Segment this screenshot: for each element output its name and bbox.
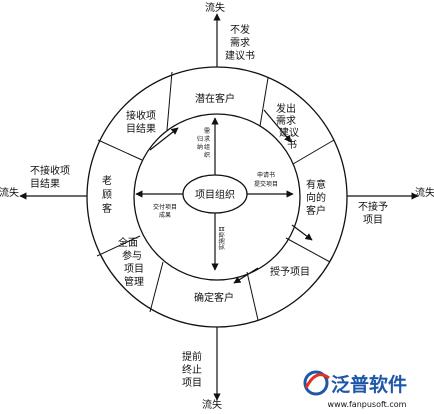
right-spoke-line-1: 提交项目	[254, 180, 278, 188]
divider-top-right	[259, 77, 269, 127]
segment-receive-result-line-1: 接收项	[126, 109, 156, 122]
left-reason-line-1: 不接收项	[30, 164, 70, 177]
top-spoke-char-1: 需	[204, 128, 210, 135]
left-spoke-line-1: 交付项目	[153, 203, 177, 211]
segment-old-customer-line-1: 老	[102, 174, 112, 187]
divider-left-lower	[96, 235, 141, 257]
arrow-flow-bottom	[233, 267, 259, 284]
segment-send-request-line-3: 建议	[279, 126, 299, 139]
divider-right-lower	[285, 237, 331, 263]
arrow-flow-right-lower	[291, 224, 313, 241]
top-loss-label: 流失	[205, 1, 225, 14]
brand-logo: 泛普软件 www.fanpusoft.com	[303, 370, 407, 409]
segment-full-participation-line-1: 全面	[118, 236, 138, 249]
divider-bottom-left	[149, 261, 164, 313]
divider-top-left	[166, 71, 173, 131]
right-spoke-line-2: 申请书	[257, 171, 275, 179]
top-spoke-char-5: 归	[197, 135, 203, 143]
segment-grant-project: 授予项目	[270, 265, 310, 278]
top-spoke-char-2: 求	[204, 135, 210, 143]
divider-right-upper	[292, 139, 335, 165]
segment-intended-line-1: 有意	[306, 178, 326, 191]
bottom-reason-line-1: 提前	[182, 350, 202, 363]
segment-full-participation-line-4: 管理	[124, 275, 144, 288]
segment-send-request-line-4: 书	[287, 139, 297, 151]
inner-ring	[133, 113, 301, 281]
left-reason-line-2: 目结果	[30, 177, 60, 190]
arrow-flow-left-upper	[149, 127, 179, 151]
segment-send-request-line-1: 发出	[276, 102, 296, 115]
top-spoke-char-4: 织	[204, 151, 210, 159]
segment-full-participation-line-2: 参与	[122, 249, 142, 262]
brand-name: 泛普软件	[331, 373, 407, 396]
segment-old-customer-line-3: 客	[102, 202, 112, 215]
top-reason-line-3: 建议书	[225, 49, 255, 62]
segment-receive-result-line-2: 目结果	[126, 122, 156, 135]
right-reason-line-1: 不接予	[358, 200, 388, 213]
segment-intended-line-2: 向的	[306, 191, 326, 204]
top-reason-line-2: 需求	[230, 37, 250, 49]
top-reason-line-1: 不发	[230, 23, 250, 36]
bottom-loss-label: 流失	[202, 398, 222, 411]
segment-intended-line-3: 客户	[306, 204, 326, 217]
brand-url: www.fanpusoft.com	[328, 400, 407, 409]
segment-full-participation-line-3: 项目	[124, 263, 144, 275]
divider-bottom-right	[246, 271, 259, 321]
segment-potential-customer: 潜在客户	[195, 92, 235, 105]
divider-left-upper	[97, 139, 143, 161]
left-loss-label: 流失	[0, 186, 19, 199]
top-spoke-char-3: 组	[204, 143, 210, 151]
right-loss-label: 流失	[415, 186, 434, 199]
center-label: 项目组织	[195, 188, 235, 201]
bottom-reason-line-2: 终止	[182, 363, 202, 376]
top-spoke-char-6: 纳	[197, 143, 203, 151]
bottom-spoke-line-1: 实施项目	[218, 226, 226, 250]
brand-mark-icon	[303, 370, 330, 396]
left-spoke-line-2: 成果	[159, 211, 171, 219]
segment-confirmed-customer: 确定客户	[194, 291, 234, 304]
segment-send-request-line-2: 需求	[276, 115, 296, 127]
right-reason-line-2: 项目	[363, 214, 383, 226]
segment-old-customer-line-2: 顾	[102, 189, 112, 201]
arrow-flow-right-upper	[263, 109, 292, 143]
bottom-reason-line-3: 项目	[182, 377, 202, 389]
